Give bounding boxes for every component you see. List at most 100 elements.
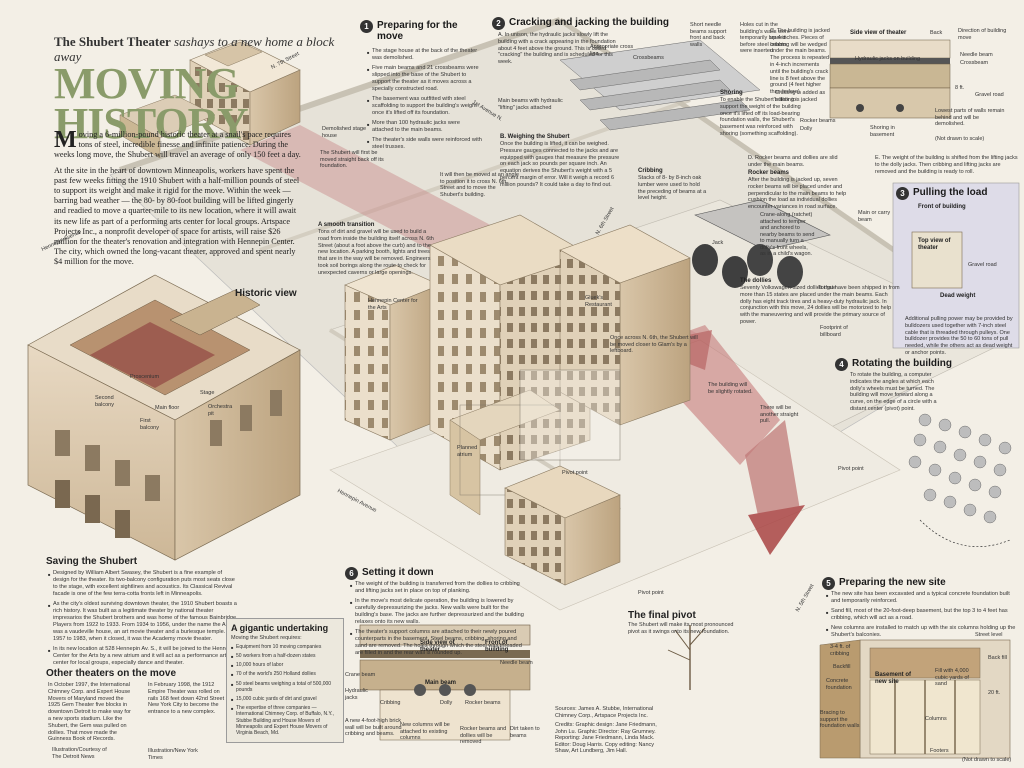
step-c-text: C. The building is jacked up 4 inches. P… — [770, 28, 830, 96]
step-5-bullet: New columns are installed to match up wi… — [826, 625, 1016, 639]
appropriate-crossline-label: Appropriate cross line — [590, 44, 634, 57]
not-to-scale-label-5: (Not drawn to scale) — [962, 757, 1012, 763]
step-4-text: To rotate the building, a computer indic… — [850, 372, 937, 412]
cribbing-added-label: Cribbing is added as building is jacked — [775, 90, 826, 103]
step-6-header: 6 Setting it down — [345, 567, 485, 580]
lowest-walls-label: Lowest parts of walls remain behind and … — [935, 108, 1005, 127]
smooth-transition-text: Tons of dirt and gravel will be used to … — [318, 229, 434, 276]
once-across-label: Once across N. 6th, the Shubert will be … — [610, 335, 698, 354]
top-view-label: Top view of theater — [918, 238, 951, 251]
other-theaters-title: Other theaters on the move — [46, 668, 177, 679]
gigantic-bullet: 50 workers from a half-dozen states — [231, 653, 339, 660]
final-pivot-title: The final pivot — [628, 610, 696, 621]
intro-paragraph-2: At the site in the heart of downtown Min… — [54, 165, 300, 267]
needle-beam-label: Needle beam — [960, 52, 993, 58]
cribbing-title: Cribbing — [638, 168, 663, 174]
backfill-label: Backfill — [833, 664, 851, 670]
needle-beams-label: Short needle beams support front and bac… — [690, 22, 727, 48]
new-site-cross-section — [819, 639, 1011, 759]
dirt-label: Dirt taken to beams — [510, 726, 540, 739]
intro-paragraph-1: Moving a 6-million-pound historic theate… — [54, 127, 301, 160]
step-5-title: Preparing the new site — [839, 577, 946, 588]
tongue-label: Tongue — [818, 285, 837, 291]
shoring-basement-label: Shoring in basement — [870, 125, 895, 138]
gigantic-bullet: 15,000 cubic yards of dirt and gravel — [231, 696, 339, 703]
historic-view-title: Historic view — [235, 288, 297, 299]
subtitle-rest: sashays to a new home a block away — [54, 34, 335, 64]
step-2-part-a: A. In unison, the hydraulic jacks slowly… — [498, 32, 616, 66]
historic-label: Orchestra pit — [208, 404, 233, 417]
weighing-text: Once the building is lifted, it can be w… — [500, 141, 620, 188]
shoring-text: To enable the Shubert's floor to support… — [720, 97, 801, 137]
title-line-2: HISTORY — [54, 99, 249, 148]
saving-bullet: As the city's oldest surviving downtown … — [48, 601, 240, 643]
demolished-label: Demolished stage house — [322, 126, 367, 139]
holes-label: Holes cut in the building's walls were t… — [740, 22, 790, 54]
original-theater-location — [119, 39, 301, 159]
saving-bullet: In its new location at 528 Hennepin Av. … — [48, 646, 240, 667]
historic-label: First balcony — [140, 418, 159, 431]
step-1-bullet: The basement was outfitted with steel sc… — [367, 96, 482, 117]
main-beam-label: Main beam — [425, 680, 457, 686]
credits-text: Credits: Graphic design: Jane Friedmann,… — [555, 722, 657, 754]
step-1-number: 1 — [360, 20, 373, 33]
step-2-header: 2 Cracking and jacking the building — [492, 17, 692, 30]
rocker-beams-label-6: Rocker beams — [465, 700, 501, 706]
main-beams-label: Main beams with hydraulic "lifting" jack… — [498, 98, 563, 111]
rocker-beams-title: Rocker beams — [748, 170, 790, 176]
side-view-theater-label-6: Side view of theater — [420, 640, 455, 653]
side-view-label: Side view of theater — [850, 30, 907, 36]
step-3-title: Pulling the load — [913, 187, 988, 198]
not-to-scale-label: (Not drawn to scale) — [935, 136, 985, 142]
crane-along-label: Crane-along (ratchet) attached to temper… — [760, 212, 815, 257]
billboard-footprint-label: Footprint of billboard — [820, 325, 848, 338]
gravel-road-label: Gravel road — [975, 92, 1004, 98]
hydraulic-label: Hydraulic jacks on building — [855, 56, 921, 62]
bracing-label: Bracing to support the foundation walls — [820, 710, 860, 729]
gigantic-bullet: Equipment from 10 moving companies — [231, 644, 339, 651]
shoring-block: Shoring To enable the Shubert's floor to… — [720, 90, 805, 138]
saving-bullet: Designed by William Albert Swasey, the S… — [48, 570, 240, 598]
shoring-title: Shoring — [720, 90, 743, 96]
step-3-text: Additional pulling power may be provided… — [905, 316, 1013, 356]
step-5-number: 5 — [822, 577, 835, 590]
gigantic-bullet: 50 steel beams weighing a total of 500,0… — [231, 681, 339, 693]
step-2-title: Cracking and jacking the building — [509, 17, 670, 28]
cribbing-block: Cribbing Stacks of 8- by 8-inch oak lumb… — [638, 168, 708, 202]
columns-label: Columns — [925, 716, 947, 722]
new-wall-label: A new 4-foot-high brick wall will be bui… — [345, 718, 402, 737]
step-6-bullet: The theater's support columns are attach… — [350, 629, 530, 657]
step-2-number: 2 — [492, 17, 505, 30]
front-building-label: Front of building — [918, 204, 966, 210]
crossbeam-grid-illustration — [559, 39, 761, 131]
subtitle-bold: The Shubert Theater — [54, 34, 171, 49]
rocker-beams-text: After the building is jacked up, seven r… — [748, 177, 847, 211]
eight-ft-label: 8 ft. — [955, 85, 965, 91]
step-5-bullet: The new site has been excavated and a ty… — [826, 591, 1016, 605]
rocker-beams-block: Rocker beams After the building is jacke… — [748, 170, 848, 211]
step-6-bullet: In the move's most delicate operation, t… — [350, 598, 530, 626]
step-5-bullets: The new site has been excavated and a ty… — [826, 591, 1016, 642]
step-1-title: Preparing for the move — [377, 20, 458, 42]
planned-atrium-label: Planned atrium — [457, 445, 478, 458]
step-3-number: 3 — [896, 187, 909, 200]
historic-label: Proscenium — [130, 374, 160, 380]
historic-label: Second balcony — [95, 395, 114, 408]
front-building-label-6: Front of building — [485, 640, 509, 653]
final-pivot-text: The Shubert will make its most pronounce… — [628, 622, 734, 635]
map-pivot-point-label: Pivot point — [562, 470, 588, 476]
title-line-1: MOVING — [54, 59, 240, 108]
fill-sand-label: Fill with 4,000 cubic yards of sand — [935, 668, 969, 687]
back-label: Back — [930, 30, 943, 36]
step-4-title: Rotating the building — [852, 358, 952, 369]
weighing-title: B. Weighing the Shubert — [500, 134, 570, 140]
other-theaters-text-2: In February 1998, the 1912 Empire Theate… — [148, 682, 230, 716]
other-theaters-text-1: In October 1997, the International Chimn… — [48, 682, 131, 743]
new-columns-label: New columns will be attached to existing… — [400, 722, 450, 741]
street-level-label: Street level — [975, 632, 1003, 638]
step-6-number: 6 — [345, 567, 358, 580]
step-1-bullets: The stage house at the back of the theat… — [367, 48, 482, 154]
dolly-label-6: Dolly — [440, 700, 453, 706]
step-d-text: D. Rocker beams and dollies are slid und… — [748, 155, 838, 168]
main-carry-label: Main or carry beam — [858, 210, 891, 223]
